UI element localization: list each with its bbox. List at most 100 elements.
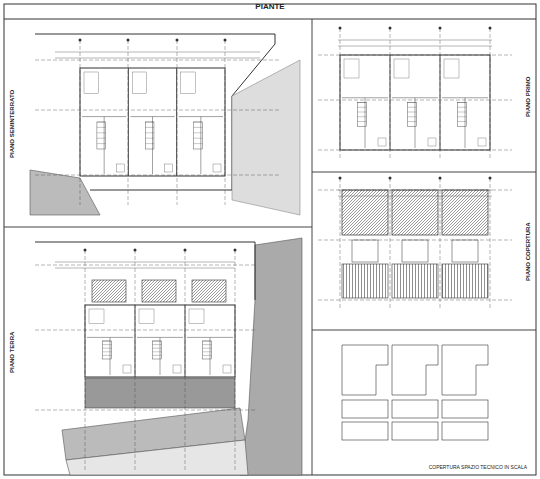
plan-stroke [442,422,488,440]
plan-stroke [35,110,280,111]
plan-stroke [358,121,367,122]
plan-stroke [213,164,221,172]
plan-stroke [490,178,491,310]
plan-stroke [194,127,203,128]
plan-stroke [392,190,438,235]
plan-stroke [145,132,154,133]
plan-stroke [181,72,196,94]
plan-stroke [390,28,391,160]
plan-stroke [203,351,212,352]
plan-stroke [97,143,106,144]
plan-stroke [176,68,177,176]
plan-stroke [103,348,112,349]
plan-stroke [80,68,225,176]
plan-panel: PIANO TERRA [4,227,312,475]
plan-stroke [35,410,255,411]
plan-stroke [55,52,260,53]
plan-stroke [135,305,136,377]
plan-stroke [200,117,201,174]
plan-stroke [415,98,416,148]
plan-stroke [339,177,342,180]
plan-stroke [358,116,367,117]
plan-stroke [392,400,438,418]
plan-stroke [160,337,161,375]
plan-stroke [194,122,203,123]
plan-stroke [139,309,154,323]
plan-stroke [145,122,154,149]
plan-stroke [128,40,129,205]
plan-stroke [440,55,441,150]
plan-stroke [153,341,162,359]
plan-panel: PIANO COPERTURA [312,172,536,330]
plan-stroke [340,178,341,310]
plan-stroke [55,268,235,269]
plan-stroke [342,345,388,395]
plan-panel: PIANO PRIMO [312,19,536,172]
plan-stroke [408,121,417,122]
plan-stroke [110,337,111,375]
plan-stroke [145,127,154,128]
plan-stroke [478,138,486,146]
plan-stroke [55,262,235,263]
plan-stroke [440,28,441,160]
plan-stroke [153,341,162,342]
plan-stroke [103,351,112,352]
plan-stroke [84,72,99,94]
plan-stroke [132,72,147,94]
plan-stroke [184,249,187,252]
plan-stroke [145,143,154,144]
plan-stroke [145,138,154,139]
plan-stroke [365,98,366,148]
plan-stroke [79,39,82,42]
plan-stroke [185,250,186,470]
plan-stroke [439,177,442,180]
plan-stroke [440,178,441,310]
plan-stroke [458,107,467,108]
plan-stroke [402,240,428,262]
plan-stroke [442,264,488,298]
plan-stroke [489,177,492,180]
plan-stroke [128,68,129,176]
plan-stroke [35,175,280,176]
plan-stroke [489,27,492,30]
plan-stroke [189,309,204,323]
plan-stroke [142,280,176,302]
plan-stroke [442,190,488,235]
plan-stroke [392,345,438,395]
plan-stroke [35,330,255,331]
plan-stroke [389,27,392,30]
plan-stroke [358,102,367,103]
plan-stroke [203,341,212,359]
plan-stroke [103,355,112,356]
plan-stroke [210,337,211,375]
plan-stroke [194,132,203,133]
plan-stroke [177,40,178,205]
plan-stroke [408,112,417,113]
plan-stroke [153,348,162,349]
plan-stroke [358,107,367,108]
plan-stroke [428,138,436,146]
plan-stroke [84,249,87,252]
plan-stroke [439,27,442,30]
plan-stroke [458,103,467,127]
plan-stroke [465,98,466,148]
plan-stroke [358,103,367,127]
plan-stroke [203,341,212,342]
plan-stroke [103,344,112,345]
plan-stroke [408,107,417,108]
plan-stroke [97,138,106,139]
panel-label: COPERTURA SPAZIO TECNICO IN SCALA [429,464,527,470]
plan-stroke [458,121,467,122]
plan-stroke [312,330,536,331]
plan-stroke [312,172,536,173]
plan-stroke [89,309,104,323]
plan-stroke [444,59,459,78]
plan-stroke [338,40,492,41]
plan-stroke [104,117,105,174]
plan-stroke [194,138,203,139]
plan-stroke [390,178,391,310]
plan-stroke [224,39,227,42]
plan-stroke [203,344,212,345]
plan-stroke [340,55,490,150]
panel-label: PIANO TERRA [9,331,15,372]
